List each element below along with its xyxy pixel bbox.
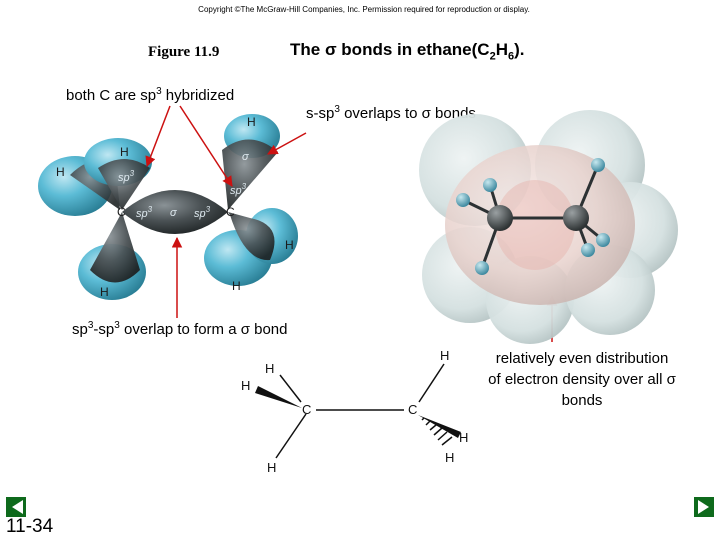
wedge-bond <box>255 386 302 408</box>
wedge-bond <box>418 415 461 438</box>
right-carbon-orbitals <box>204 114 298 286</box>
hydrogen-ball <box>456 193 470 207</box>
orbital-model: H H H H H H C C sp3 sp3 sp3 sp3 σ σ <box>38 114 298 300</box>
orbital-h-label: H <box>232 279 241 293</box>
figure-number: Figure 11.9 <box>148 44 220 60</box>
structure-c-label: C <box>408 402 417 417</box>
carbon-ball <box>563 205 589 231</box>
h-sphere <box>224 114 280 158</box>
orbital-h-label: H <box>100 285 109 299</box>
slide-number: 11-34 <box>6 516 54 537</box>
carbon-ball <box>487 205 513 231</box>
sp3-label: sp3 <box>118 169 135 184</box>
orbital-c-label: C <box>226 205 235 219</box>
structure-h-label: H <box>267 460 276 475</box>
title-prefix: The σ bonds in ethane(C <box>290 40 490 59</box>
orbital-h-label: H <box>120 145 129 159</box>
copyright-notice: Copyright ©The McGraw-Hill Companies, In… <box>198 5 530 14</box>
ball-and-stick-bonds <box>462 164 604 269</box>
sp3-label: sp3 <box>194 205 211 220</box>
even-distribution-note: relatively even distribution of electron… <box>488 350 676 409</box>
orbital-h-label: H <box>247 115 256 129</box>
structure-h-label: H <box>265 361 274 376</box>
hybridized-annotation: both C are sp3 hybridized <box>66 86 235 104</box>
sigma-bond-lobe <box>122 190 228 234</box>
structure-h-label: H <box>241 378 250 393</box>
h-sphere <box>204 230 272 286</box>
pointer-arrows <box>145 105 558 342</box>
title-suffix: ). <box>514 40 525 59</box>
sigma-label: σ <box>170 207 177 219</box>
orbital-h-label: H <box>56 165 65 179</box>
hydrogen-ball <box>483 178 497 192</box>
left-carbon-orbitals <box>38 138 152 300</box>
next-slide-button[interactable] <box>694 497 714 517</box>
hydrogen-ball <box>596 233 610 247</box>
hashed-bond <box>421 417 453 446</box>
h-sphere <box>38 156 112 216</box>
electron-density-model <box>419 110 678 344</box>
orbital-c-label: C <box>117 205 126 219</box>
hydrogen-ball <box>591 158 605 172</box>
hydrogen-ball <box>475 261 489 275</box>
structural-formula: C C H H H H H H <box>241 348 468 475</box>
arrow-to-left-carbon <box>145 105 171 167</box>
structure-h-label: H <box>445 450 454 465</box>
arrow-to-s-sp3-overlap <box>267 132 307 155</box>
sp3-sp3-annotation: sp3-sp3 overlap to form a σ bond <box>72 320 288 338</box>
sigma-label: σ <box>242 151 249 163</box>
prev-slide-button[interactable] <box>6 497 26 517</box>
hydrogen-ball <box>581 243 595 257</box>
structure-h-label: H <box>459 430 468 445</box>
sp3-label: sp3 <box>230 182 247 197</box>
arrow-to-right-carbon <box>179 105 233 187</box>
orbital-h-label: H <box>285 238 294 252</box>
h-sphere <box>84 138 152 186</box>
title-sub-c: 2 <box>489 50 496 63</box>
h-sphere <box>78 244 146 300</box>
structure-c-label: C <box>302 402 311 417</box>
s-sp3-annotation: s-sp3 overlaps to σ bonds <box>306 104 476 122</box>
structure-h-label: H <box>440 348 449 363</box>
figure-title: The σ bonds in ethane(C2H6). <box>290 40 525 62</box>
title-sub-h: 6 <box>507 50 515 63</box>
h-sphere <box>246 208 298 264</box>
title-h: H <box>495 40 508 59</box>
sp3-label: sp3 <box>136 205 153 220</box>
